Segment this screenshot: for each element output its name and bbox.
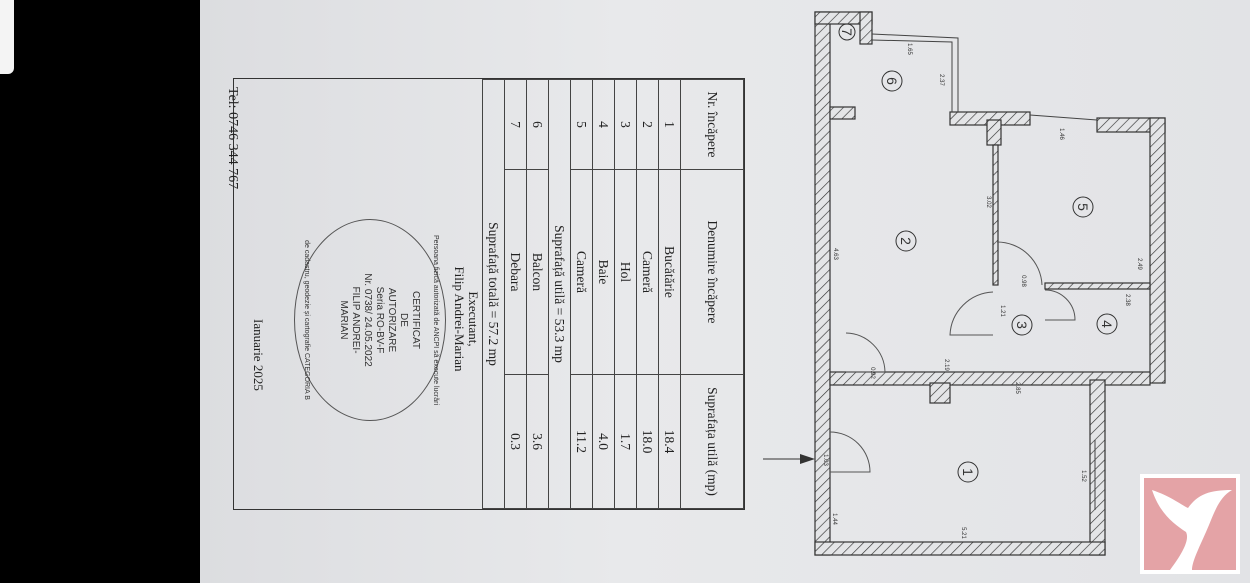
room-2-label: 2 <box>895 230 917 252</box>
wall-stub <box>829 106 856 120</box>
svg-text:5.21: 5.21 <box>960 527 966 539</box>
wall-corner <box>986 119 1002 146</box>
room-7-label: 7 <box>838 23 856 41</box>
svg-text:0.92: 0.92 <box>869 367 875 379</box>
svg-text:2: 2 <box>898 237 914 245</box>
svg-text:0.98: 0.98 <box>1020 275 1026 287</box>
svg-text:4: 4 <box>1099 320 1115 328</box>
svg-text:2.49: 2.49 <box>1136 258 1142 270</box>
svg-text:1: 1 <box>960 468 976 476</box>
svg-text:1.44: 1.44 <box>831 513 837 525</box>
svg-text:7: 7 <box>839 28 855 36</box>
svg-text:1.21: 1.21 <box>999 305 1005 317</box>
svg-text:2.19: 2.19 <box>943 359 949 371</box>
entrance-arrow <box>763 454 815 464</box>
svg-text:4.63: 4.63 <box>832 248 838 260</box>
svg-text:2.85: 2.85 <box>1014 382 1020 394</box>
walls <box>814 11 1166 556</box>
svg-text:2.37: 2.37 <box>938 74 944 86</box>
doors <box>829 241 1076 473</box>
svg-text:3.02: 3.02 <box>985 196 991 208</box>
bird-logo-icon <box>1144 478 1236 570</box>
wall-left <box>814 11 831 556</box>
svg-text:3: 3 <box>1014 321 1030 329</box>
svg-text:1.03: 1.03 <box>822 454 828 466</box>
scroll-indicator[interactable] <box>0 0 14 74</box>
document-photo <box>200 0 1250 583</box>
svg-text:1.46: 1.46 <box>1058 128 1064 140</box>
balcony-rail <box>871 33 1098 510</box>
watermark-logo <box>1140 474 1240 574</box>
dimensions: 1.65 2.37 1.46 2.49 2.38 5.21 4.63 2.19 … <box>822 43 1142 539</box>
room-3-label: 3 <box>1011 314 1033 336</box>
room-6-label: 6 <box>881 70 903 92</box>
wall-interior <box>992 144 999 286</box>
wall-right <box>1149 117 1166 384</box>
svg-text:5: 5 <box>1075 203 1091 211</box>
svg-text:6: 6 <box>884 77 900 85</box>
svg-text:2.38: 2.38 <box>1124 294 1130 306</box>
wall-bottom <box>814 541 1106 556</box>
wall-right-kitchen <box>1089 379 1106 556</box>
wall-middle <box>829 371 1151 386</box>
svg-text:1.52: 1.52 <box>1080 470 1086 482</box>
black-margin <box>0 0 200 583</box>
room-1-label: 1 <box>957 461 979 483</box>
wall-storage <box>859 11 873 45</box>
wall-bath <box>1044 282 1151 290</box>
room-5-label: 5 <box>1072 196 1094 218</box>
wall-pillar <box>929 382 951 404</box>
svg-text:1.65: 1.65 <box>906 43 912 55</box>
room-4-label: 4 <box>1096 313 1118 335</box>
